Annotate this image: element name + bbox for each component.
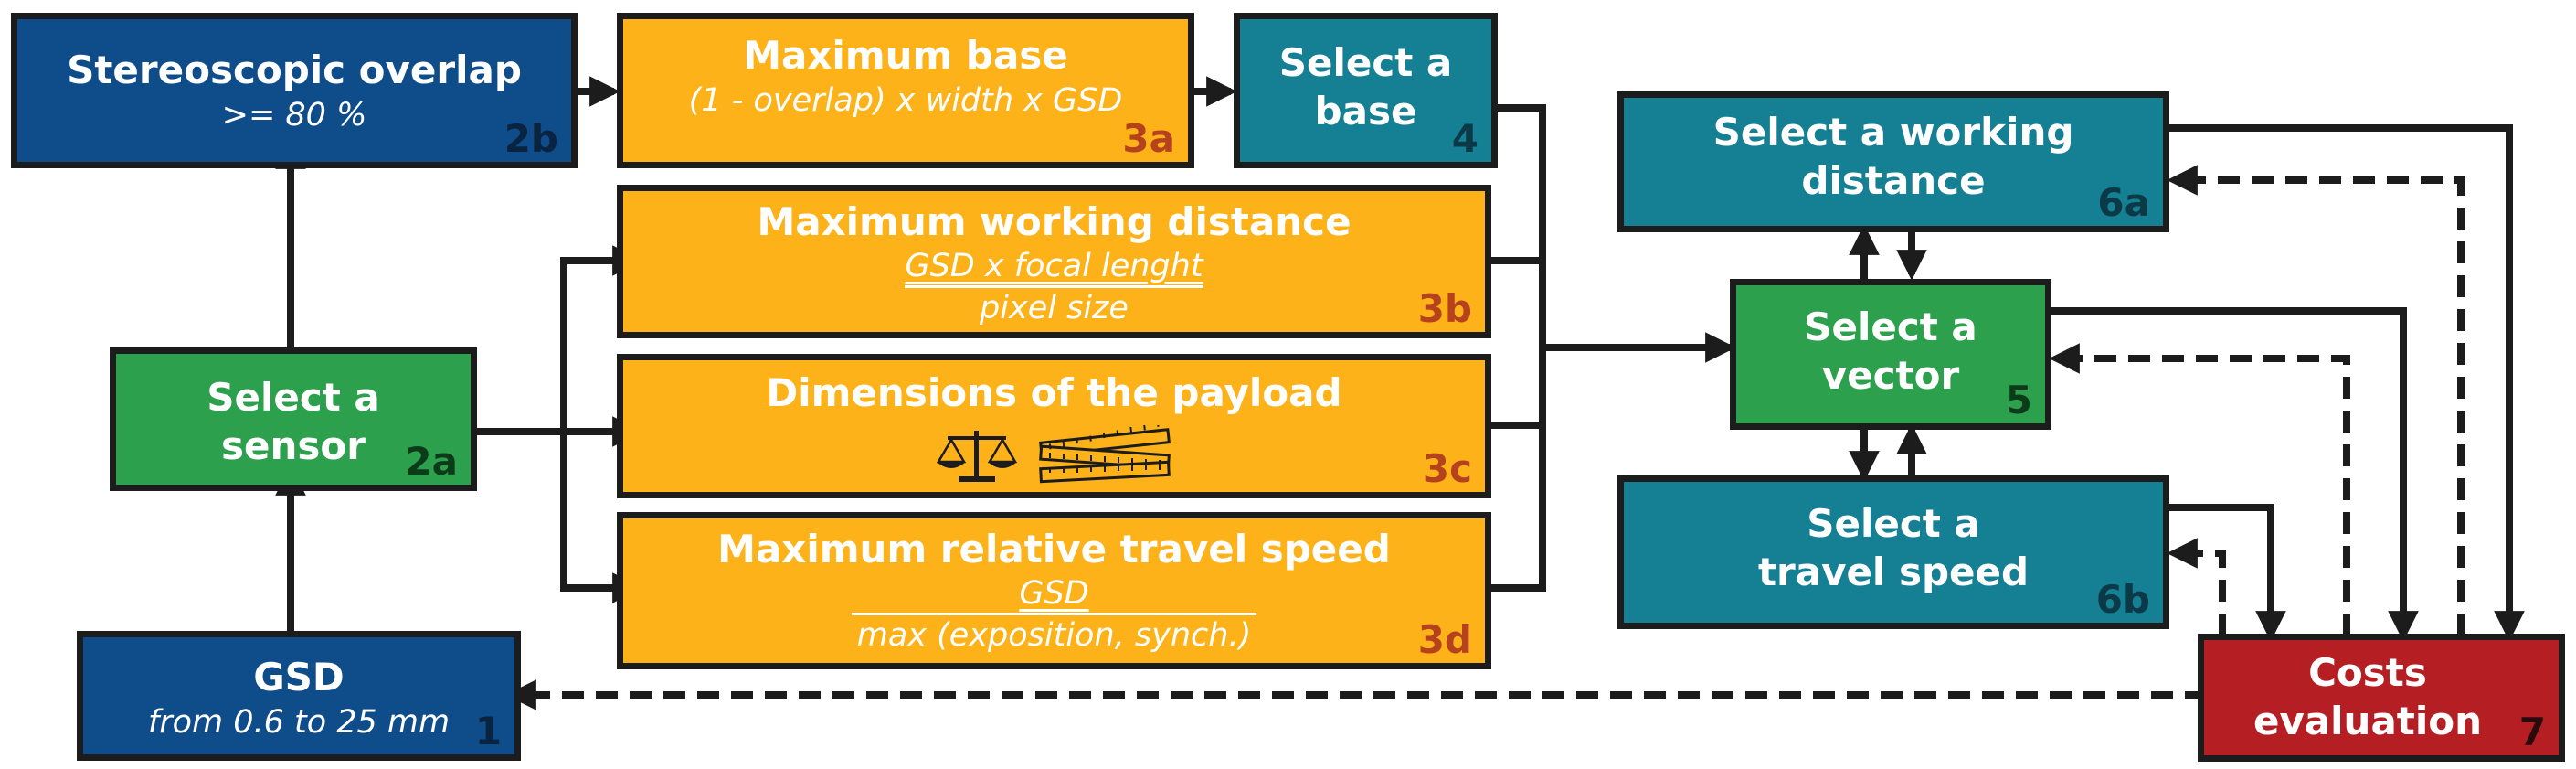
dashed-arrow-costs-to-travel-speed (2167, 538, 2226, 635)
select-base-number: 4 (1451, 116, 1479, 161)
payload-icon-group (936, 421, 1171, 483)
measuring-tape-icon (1038, 421, 1171, 483)
node-stereoscopic-overlap[interactable]: Stereoscopic overlap >= 80 % 2b (11, 13, 578, 168)
max-working-distance-number: 3b (1417, 286, 1472, 331)
node-costs-evaluation[interactable]: Costs evaluation 7 (2198, 634, 2565, 762)
costs-number: 7 (2518, 710, 2546, 754)
connector-select-base-out (1489, 104, 1546, 592)
travel-speed-number: 6b (2095, 577, 2150, 622)
max-working-distance-denominator: pixel size (905, 284, 1203, 330)
overlap-number: 2b (504, 116, 558, 161)
gsd-number: 1 (474, 709, 502, 753)
overlap-title: Stereoscopic overlap (67, 48, 522, 92)
sensor-number: 2a (405, 439, 458, 484)
arrow-vector-to-costs (2050, 307, 2419, 642)
node-maximum-working-distance[interactable]: Maximum working distance GSD x focal len… (617, 185, 1491, 338)
arrow-sensor-to-max-working-distance (560, 245, 643, 432)
node-select-sensor[interactable]: Select a sensor 2a (110, 347, 477, 491)
dashed-arrow-costs-to-working-distance (2167, 165, 2465, 635)
payload-icons (623, 421, 1485, 493)
node-select-travel-speed[interactable]: Select a travel speed 6b (1617, 475, 2169, 629)
max-base-title: Maximum base (743, 33, 1068, 78)
node-maximum-base[interactable]: Maximum base (1 - overlap) x width x GSD… (617, 13, 1194, 168)
overlap-subtitle: >= 80 % (221, 96, 367, 134)
max-speed-denominator: max (exposition, synch.) (851, 612, 1257, 657)
costs-title: Costs evaluation (2253, 650, 2483, 743)
arrow-working-distance-to-costs (2168, 124, 2525, 642)
gsd-subtitle: from 0.6 to 25 mm (147, 703, 451, 741)
max-speed-title: Maximum relative travel speed (717, 527, 1391, 571)
max-working-distance-formula: GSD x focal lenght pixel size (905, 247, 1203, 330)
select-base-title: Select a base (1278, 40, 1453, 134)
node-select-vector[interactable]: Select a vector 5 (1730, 279, 2051, 430)
payload-number: 3c (1422, 446, 1472, 491)
balance-scale-icon (936, 430, 1017, 482)
working-distance-number: 6a (2097, 180, 2150, 225)
vector-number: 5 (2005, 378, 2032, 422)
vector-title: Select a vector (1804, 304, 1977, 398)
node-gsd[interactable]: GSD from 0.6 to 25 mm 1 (77, 631, 521, 761)
dashed-arrow-costs-to-vector (2049, 343, 2350, 635)
node-payload-dimensions[interactable]: Dimensions of the payload 3c (617, 354, 1491, 498)
gsd-title: GSD (253, 655, 345, 700)
max-working-distance-numerator: GSD x focal lenght (905, 247, 1203, 284)
max-base-formula: (1 - overlap) x width x GSD (688, 81, 1123, 119)
max-base-number: 3a (1122, 116, 1175, 161)
max-working-distance-title: Maximum working distance (757, 199, 1352, 244)
max-speed-number: 3d (1417, 617, 1472, 662)
payload-title: Dimensions of the payload (766, 370, 1342, 415)
working-distance-title: Select a working distance (1712, 110, 2074, 203)
node-maximum-travel-speed[interactable]: Maximum relative travel speed GSD max (e… (617, 512, 1491, 669)
arrow-sensor-to-max-speed (560, 432, 643, 603)
node-select-working-distance[interactable]: Select a working distance 6a (1617, 91, 2169, 232)
node-select-base[interactable]: Select a base 4 (1234, 13, 1498, 168)
arrow-travel-speed-to-costs (2168, 504, 2286, 642)
max-speed-numerator: GSD (1019, 574, 1089, 612)
sensor-title: Select a sensor (207, 375, 380, 468)
max-speed-formula: GSD max (exposition, synch.) (851, 574, 1257, 657)
travel-speed-title: Select a travel speed (1757, 501, 2030, 594)
